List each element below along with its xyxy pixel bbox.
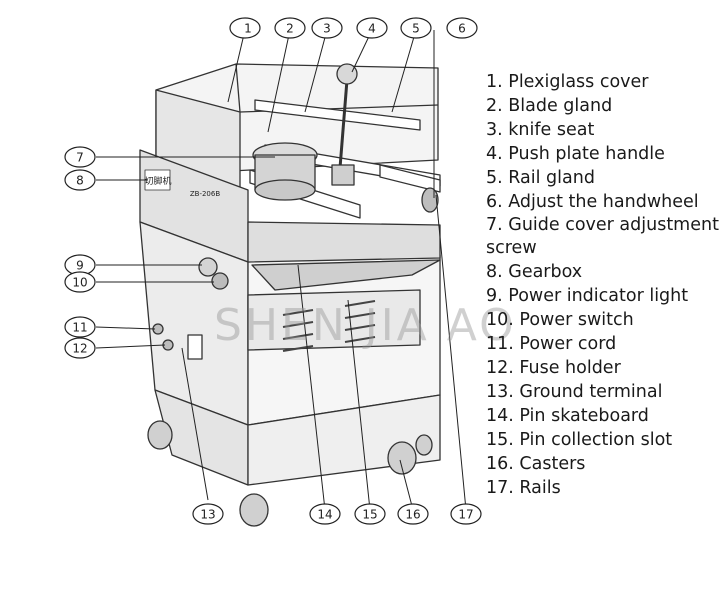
push-plate-block [331, 164, 355, 186]
legend-item: 4. Push plate handle [486, 144, 665, 164]
push-handle-rod [338, 79, 349, 169]
callout-9: 9 [76, 259, 84, 273]
legend-item: 13. Ground terminal [486, 382, 663, 402]
rail-side [379, 164, 441, 193]
legend-item: 7. Guide cover adjustment screw [486, 215, 719, 258]
callout-13: 13 [200, 508, 215, 522]
callout-16: 16 [405, 508, 420, 522]
push-handle-knob [336, 63, 358, 85]
ground-terminal [187, 334, 203, 360]
callout-6: 6 [458, 22, 466, 36]
cabinet-top-slope [247, 221, 441, 263]
callout-2: 2 [286, 22, 294, 36]
callout-5: 5 [412, 22, 420, 36]
pin-collection-slot [247, 289, 421, 351]
callout-10: 10 [72, 276, 87, 290]
legend-item: 8. Gearbox [486, 262, 583, 282]
callout-4: 4 [368, 22, 376, 36]
legend-item: 3. knife seat [486, 120, 595, 140]
rail-bar-upper [254, 99, 421, 131]
legend-item: 1. Plexiglass cover [486, 72, 649, 92]
legend-item: 2. Blade gland [486, 96, 613, 116]
legend-item: 17. Rails [486, 478, 561, 498]
model-text: ZB-206B [190, 190, 220, 198]
casters [147, 420, 433, 527]
callout-11: 11 [72, 321, 87, 335]
legend-item: 6. Adjust the handwheel [486, 192, 699, 212]
legend-item: 14. Pin skateboard [486, 406, 649, 426]
callout-3: 3 [323, 22, 331, 36]
callout-14: 14 [317, 508, 332, 522]
power-indicator-light [198, 257, 218, 277]
legend-item: 10. Power switch [486, 310, 634, 330]
legend-item: 11. Power cord [486, 334, 617, 354]
callout-12: 12 [72, 342, 87, 356]
callout-15: 15 [362, 508, 377, 522]
legend-item: 9. Power indicator light [486, 286, 689, 306]
legend-item: 12. Fuse holder [486, 358, 621, 378]
legend-item: 15. Pin collection slot [486, 430, 673, 450]
callout-1: 1 [244, 22, 252, 36]
legend-item: 16. Casters [486, 454, 586, 474]
callout-markers [64, 17, 482, 525]
parts-legend: 1. Plexiglass cover 2. Blade gland 3. kn… [486, 70, 722, 500]
plate-text: 切脚机 [144, 175, 171, 187]
callout-17: 17 [458, 508, 473, 522]
watermark: SHEN JIA AO [214, 300, 517, 351]
pin-skateboard [251, 259, 441, 291]
legend-item: 5. Rail gland [486, 168, 595, 188]
callout-8: 8 [76, 174, 84, 188]
leader-lines [95, 29, 467, 511]
callout-7: 7 [76, 151, 84, 165]
vent-slots [282, 300, 376, 352]
power-switch [211, 272, 229, 290]
handwheel [421, 187, 439, 213]
